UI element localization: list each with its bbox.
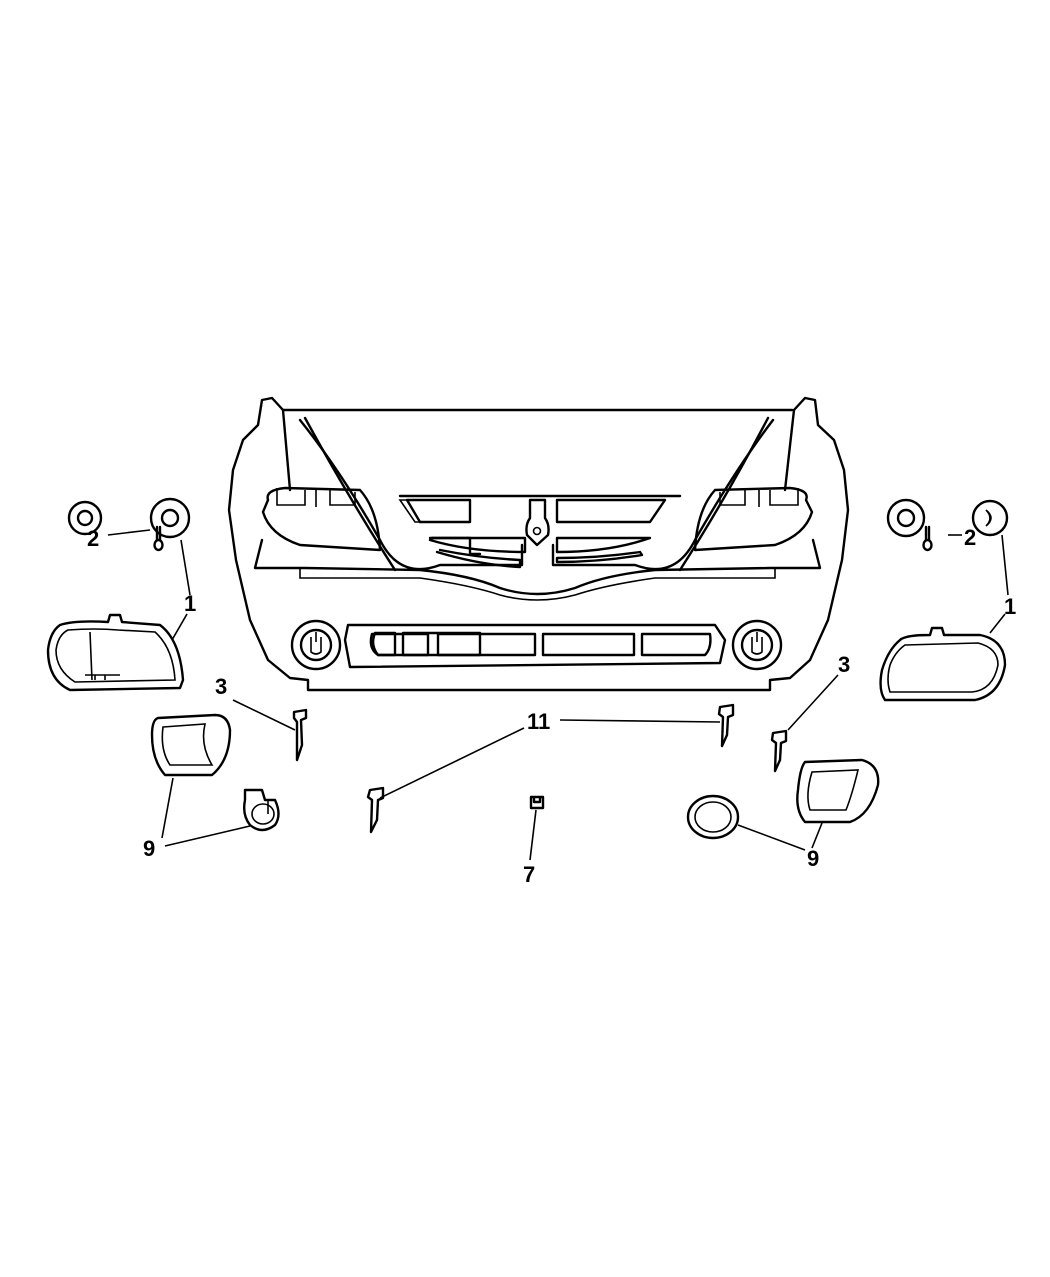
callout-1-left: 1: [184, 591, 196, 616]
headlamp-bezel-right: [879, 626, 1007, 702]
fastener-11-right: [717, 703, 735, 748]
front-fascia: [227, 396, 850, 692]
callout-1-right: 1: [1004, 594, 1016, 619]
callout-7: 7: [523, 862, 535, 887]
fog-bezel-left-upper: [150, 713, 232, 777]
grommet-right-outer: [886, 498, 926, 538]
callout-3-right: 3: [838, 652, 850, 677]
pin-right: [922, 525, 933, 552]
callout-9-right: 9: [807, 846, 819, 871]
callout-2-right: 2: [964, 525, 976, 550]
callout-2-left: 2: [87, 526, 99, 551]
grommet-left-inner: [149, 497, 191, 539]
callout-3-left: 3: [215, 674, 227, 699]
callout-11: 11: [527, 709, 550, 734]
pin-left: [153, 525, 164, 552]
callout-9-left: 9: [143, 836, 155, 861]
fastener-3-left: [292, 708, 308, 762]
headlamp-bezel-left: [46, 613, 185, 692]
clip-7: [529, 795, 545, 810]
fastener-11-left: [366, 786, 385, 834]
grommet-left-outer: [67, 500, 103, 536]
grommet-right-inner: [971, 499, 1009, 537]
fog-bezel-right-lower: [686, 794, 740, 840]
fastener-3-right: [770, 729, 788, 773]
fog-bezel-right-upper: [796, 758, 880, 824]
fog-bezel-left-lower: [242, 788, 280, 832]
leader-lines: [107, 529, 1009, 861]
